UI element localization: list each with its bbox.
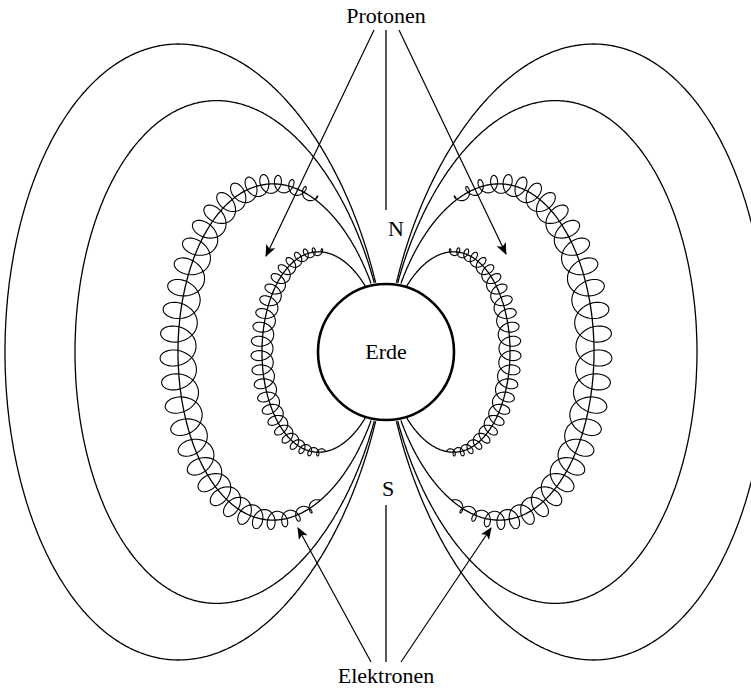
pole-label: N: [386, 217, 406, 241]
axis-line: [385, 505, 386, 662]
pole-label: S: [380, 477, 396, 501]
field-lines: [5, 44, 751, 660]
particle-label: Elektronen: [336, 664, 437, 688]
leader-arrow: [401, 528, 491, 662]
leader-arrow: [298, 528, 371, 662]
particle-label: Protonen: [344, 4, 427, 28]
node-label: Erde: [365, 340, 407, 364]
particle-helix: [446, 248, 521, 456]
axis-line: [385, 30, 386, 210]
radiation-belts: [160, 175, 612, 530]
leader-arrow: [399, 30, 506, 254]
earth-circle: Erde: [316, 282, 456, 422]
particle-helix: [452, 175, 612, 530]
particle-helix: [251, 248, 326, 456]
leader-arrow: [266, 30, 374, 256]
particle-helix: [160, 175, 320, 530]
